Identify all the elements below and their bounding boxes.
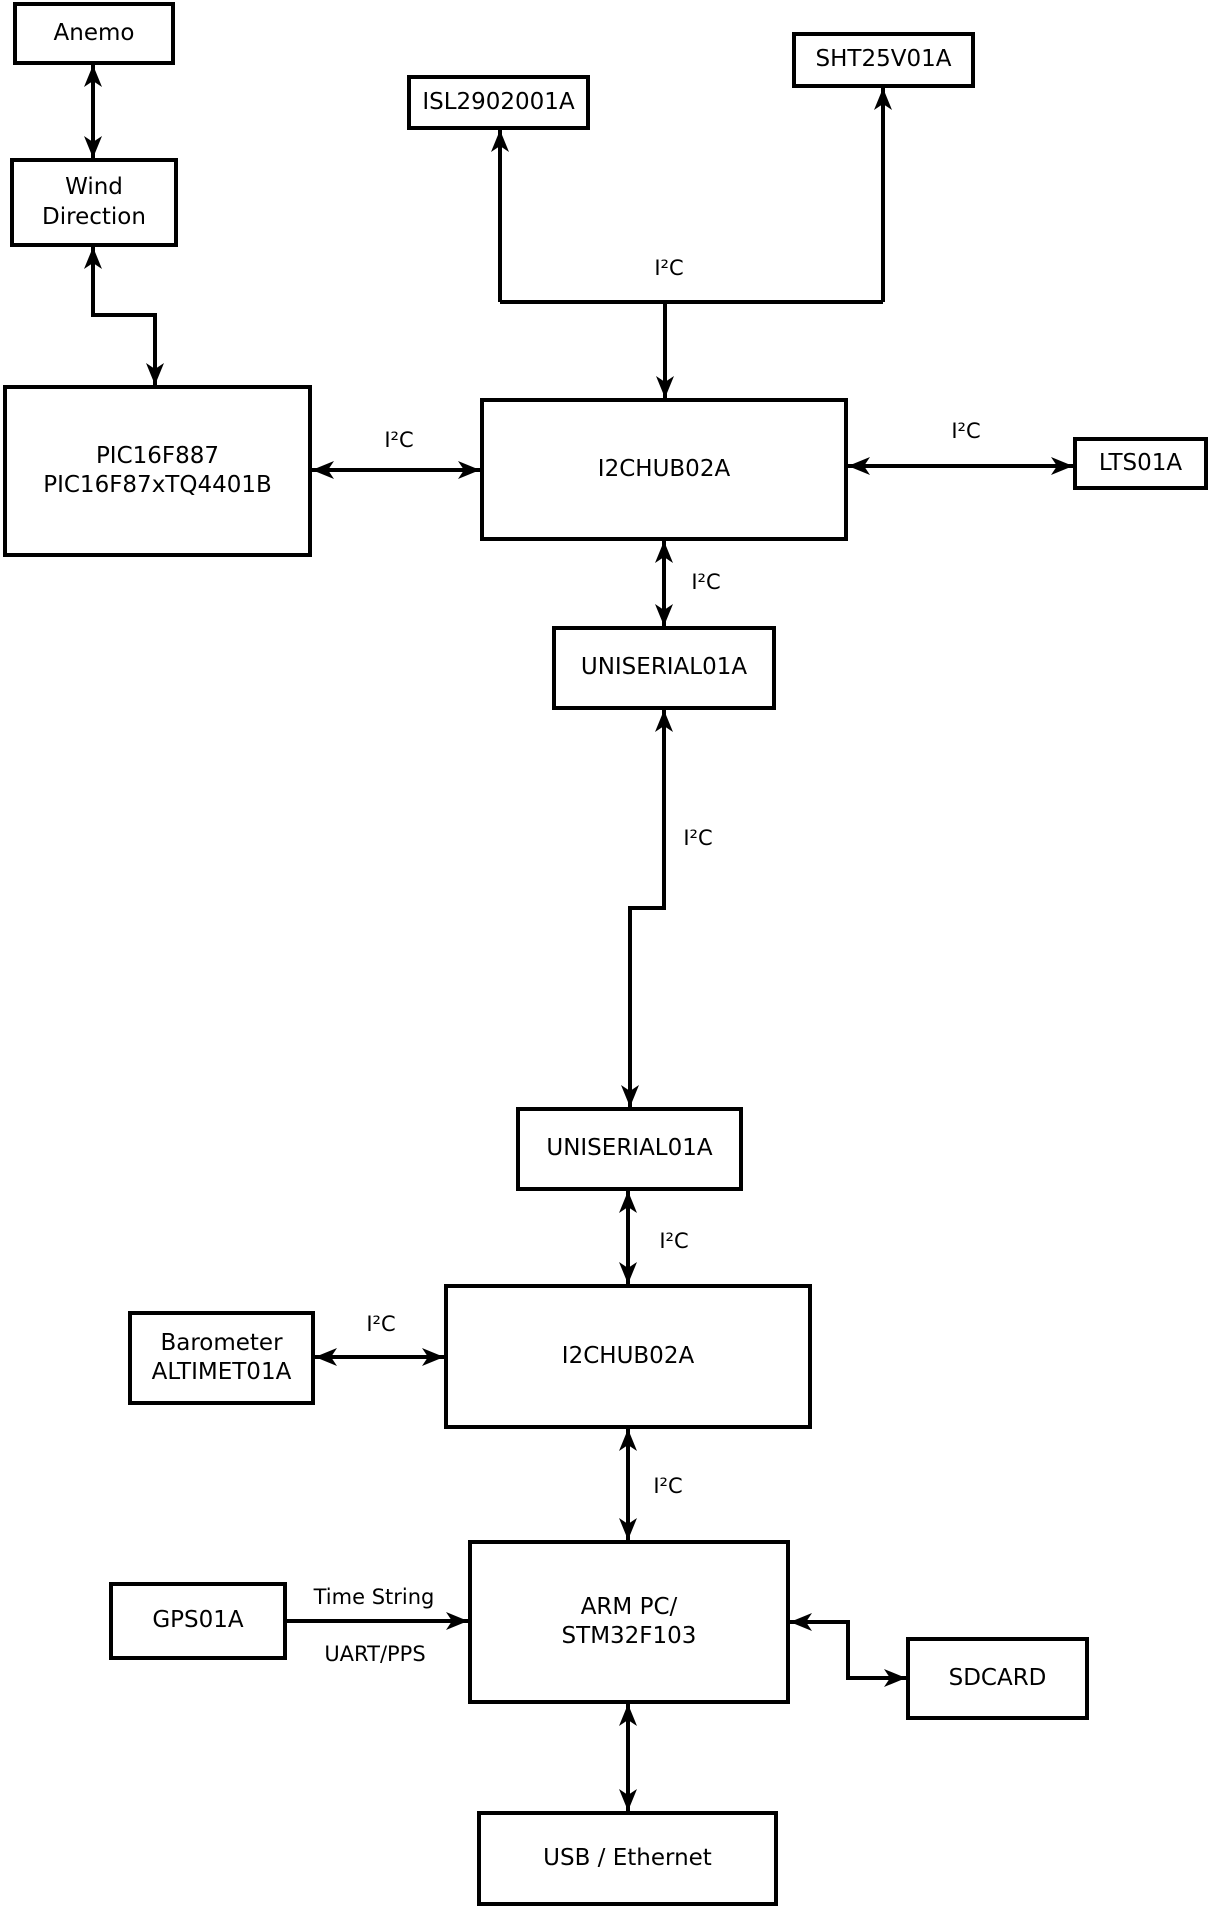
edge-label-i2c-hub-lts: I²C <box>951 419 981 443</box>
edge-wind-pic <box>84 247 164 385</box>
node-sdcard: SDCARD <box>906 1637 1089 1720</box>
node-pic16f887: PIC16F887 PIC16F87xTQ4401B <box>3 385 312 557</box>
edge-label-time-string: Time String <box>313 1585 435 1609</box>
edge-label-i2c-uniserial-hub-bottom: I²C <box>659 1229 689 1253</box>
edge-label-i2c-rail: I²C <box>654 256 684 280</box>
node-uniserial01a-lower: UNISERIAL01A <box>516 1107 743 1191</box>
node-lts01a: LTS01A <box>1073 437 1208 490</box>
edge-label-i2c-barometer-hub: I²C <box>366 1312 396 1336</box>
edge-label-i2c-pic-hub: I²C <box>384 428 414 452</box>
node-anemo: Anemo <box>13 2 175 65</box>
node-arm-pc-stm32f103: ARM PC/ STM32F103 <box>468 1540 790 1704</box>
node-i2chub02a-top: I2CHUB02A <box>480 398 848 541</box>
edge-arm-sdcard <box>790 1613 906 1687</box>
edge-label-uart-pps: UART/PPS <box>324 1642 426 1666</box>
node-sht25v01a: SHT25V01A <box>792 32 975 88</box>
node-isl2902001a: ISL2902001A <box>407 75 590 130</box>
edge-label-i2c-hub-arm: I²C <box>653 1474 683 1498</box>
node-gps01a: GPS01A <box>109 1582 287 1660</box>
node-barometer-altimet01a: Barometer ALTIMET01A <box>128 1311 315 1405</box>
edge-uniserial-upper-lower <box>621 710 673 1107</box>
node-i2chub02a-bottom: I2CHUB02A <box>444 1284 812 1429</box>
edge-label-i2c-uniserial-link: I²C <box>683 826 713 850</box>
edge-label-i2c-hub-uniserial: I²C <box>691 570 721 594</box>
node-uniserial01a-upper: UNISERIAL01A <box>552 626 776 710</box>
node-usb-ethernet: USB / Ethernet <box>477 1811 778 1906</box>
node-wind-direction: Wind Direction <box>10 158 178 247</box>
